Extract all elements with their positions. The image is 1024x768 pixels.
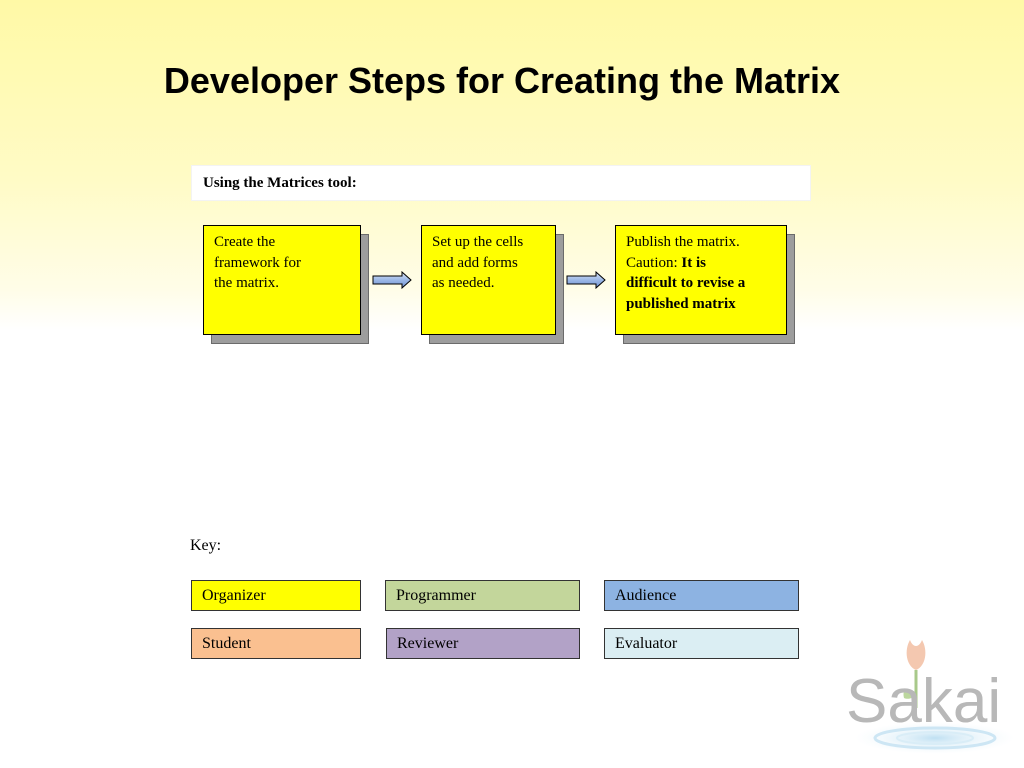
logo-text: Sakai	[846, 667, 1001, 736]
caution-text: It is	[681, 254, 707, 271]
step-text-line: Set up the cells	[432, 234, 524, 250]
step-box-create-framework: Create the framework for the matrix.	[203, 225, 361, 335]
step-text-line: Publish the matrix.	[626, 234, 740, 250]
sakai-logo: Sakai	[846, 640, 1015, 754]
key-item-programmer: Programmer	[385, 580, 580, 611]
caution-text: difficult to revise a	[626, 275, 746, 291]
slide-title: Developer Steps for Creating the Matrix	[163, 60, 841, 101]
tool-label: Using the Matrices tool:	[191, 165, 811, 201]
key-item-audience: Audience	[604, 580, 799, 611]
step-text-line: framework for	[214, 254, 302, 271]
key-item-student: Student	[191, 628, 361, 659]
step-text-line: the matrix.	[214, 275, 279, 291]
key-item-evaluator: Evaluator	[604, 628, 799, 659]
key-label: Key:	[190, 537, 222, 554]
step-text-line: and add forms	[432, 254, 518, 271]
right-arrow-icon	[566, 271, 606, 289]
step-box-set-up-cells: Set up the cells and add forms as needed…	[421, 225, 556, 335]
key-item-organizer: Organizer	[191, 580, 361, 611]
step-box-publish-matrix: Publish the matrix. Caution: It is diffi…	[615, 225, 787, 335]
caution-prefix: Caution:	[626, 254, 682, 271]
step-text-line: as needed.	[432, 275, 495, 291]
right-arrow-icon	[372, 271, 412, 289]
step-text-line: Create the	[214, 234, 276, 250]
caution-text: published matrix	[626, 295, 736, 312]
key-item-reviewer: Reviewer	[386, 628, 580, 659]
